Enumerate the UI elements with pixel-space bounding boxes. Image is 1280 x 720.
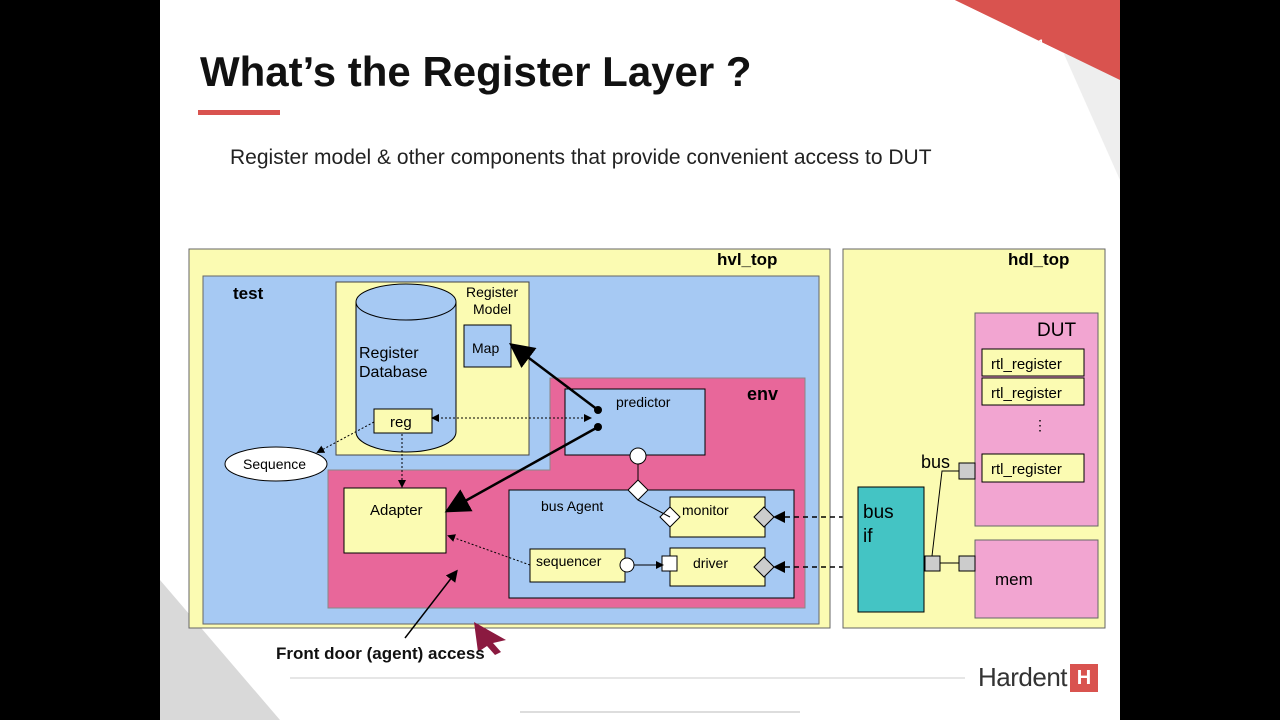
- adapter-box: [343, 487, 447, 554]
- driver-label: driver: [693, 555, 728, 571]
- hdl-top-label: hdl_top: [1008, 250, 1069, 269]
- sequence-ellipse: [224, 446, 328, 482]
- monitor-label: monitor: [682, 502, 729, 518]
- map-label: Map: [472, 340, 499, 356]
- sequencer-box: [529, 548, 626, 583]
- page-number: 11: [1028, 36, 1046, 55]
- rtl-register-3: [981, 453, 1085, 483]
- sequencer-label: sequencer: [536, 553, 602, 569]
- rtl-register-2-label: rtl_register: [991, 385, 1062, 402]
- page-subtitle: Register model & other components that p…: [230, 146, 932, 169]
- hvl-top-label: hvl_top: [717, 250, 777, 269]
- register-model-label-1: Register: [466, 284, 518, 300]
- adapter-label: Adapter: [370, 502, 423, 519]
- rtl-register-1-label: rtl_register: [991, 356, 1062, 373]
- reg-box: [373, 408, 433, 434]
- env-label: env: [747, 384, 778, 404]
- rtl-register-1: [981, 348, 1085, 377]
- sequence-label: Sequence: [243, 456, 306, 472]
- page-title: What’s the Register Layer ?: [200, 48, 752, 95]
- mem-block: [974, 539, 1099, 619]
- register-layer-diagram: hvl_top test env Register Model Register…: [188, 248, 1106, 655]
- rtl-register-2: [981, 377, 1085, 406]
- test-label: test: [233, 284, 264, 303]
- register-database-label-2: Database: [359, 364, 428, 381]
- register-model-label-2: Model: [473, 301, 511, 317]
- brand-name: Hardent: [978, 662, 1068, 692]
- front-door-caption: Front door (agent) access: [276, 644, 485, 663]
- mem-label: mem: [995, 570, 1033, 589]
- dut-label: DUT: [1037, 320, 1076, 341]
- bus-agent-label: bus Agent: [541, 498, 603, 514]
- reg-label: reg: [390, 414, 412, 431]
- register-database-label-1: Register: [359, 345, 419, 362]
- bus-if-block: [857, 486, 925, 613]
- bus-label: bus: [921, 452, 950, 472]
- predictor-label: predictor: [616, 394, 671, 410]
- title-underline: [198, 110, 280, 115]
- predictor-box: [564, 388, 706, 456]
- bus-if-label-2: if: [863, 526, 873, 547]
- map-box: [463, 324, 512, 368]
- cursor-icon: [474, 622, 506, 655]
- rtl-register-3-label: rtl_register: [991, 461, 1062, 478]
- brand-logo-icon: H: [1070, 664, 1098, 692]
- rtl-dots: ⋮: [1033, 417, 1047, 433]
- monitor-box: [669, 496, 766, 538]
- bus-if-label-1: bus: [863, 502, 894, 523]
- slide: 11 What’s the Register Layer ? Register …: [160, 0, 1120, 720]
